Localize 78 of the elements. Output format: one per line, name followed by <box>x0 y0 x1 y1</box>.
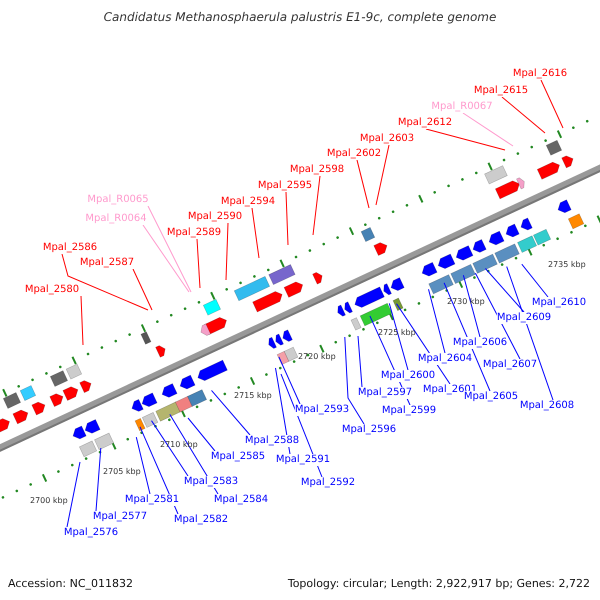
gene-label: Mpal_2583 <box>184 476 238 488</box>
scale-label: 2705 kbp <box>103 467 141 477</box>
gene-label: Mpal_2592 <box>300 477 356 489</box>
scale-label: 2700 kbp <box>30 496 68 506</box>
scale-label: 2720 kbp <box>298 352 336 362</box>
gene-label: Mpal_2598 <box>290 164 344 176</box>
title: Candidatus Methanosphaerula palustris E1-9c, complete genome <box>102 9 498 26</box>
gene-label: Mpal_2608 <box>520 400 574 412</box>
leader-line <box>388 302 408 370</box>
gene-label: Mpal_2587 <box>80 257 134 269</box>
gene-label: Mpal_2595 <box>258 180 312 192</box>
gene-label: Mpal_2602 <box>326 148 382 160</box>
leader-line <box>211 390 250 436</box>
leader-line <box>344 336 364 424</box>
gene-label: Mpal_2584 <box>214 494 268 506</box>
gene-label: Mpal_2604 <box>418 353 472 365</box>
gene-label: Mpal_2615 <box>474 85 528 97</box>
leader-line <box>540 80 564 128</box>
gene-label: Mpal_2581 <box>124 494 180 506</box>
leader-line <box>142 224 190 292</box>
gene-label: Mpal_2597 <box>358 387 412 399</box>
leader-line <box>136 436 150 494</box>
leader-line <box>62 254 148 310</box>
gene-label: Mpal_2593 <box>294 404 350 416</box>
leader-line <box>286 192 288 246</box>
leader-line <box>188 418 216 452</box>
gene-label: Mpal_2596 <box>342 424 396 436</box>
gene-label: Mpal_R0064 <box>85 213 147 225</box>
leader-line <box>356 160 370 208</box>
gene-label: Mpal_2585 <box>210 451 266 463</box>
leader-line <box>484 268 524 312</box>
gene-label: Mpal_2594 <box>220 196 276 208</box>
leader-line <box>96 448 102 512</box>
leader-line <box>252 208 260 258</box>
leader-line <box>312 176 320 236</box>
leader-line <box>428 288 446 354</box>
leader-line <box>474 272 520 360</box>
leader-line <box>462 274 480 338</box>
gene-label: Mpal_2590 <box>188 211 242 223</box>
gene-label: Mpal_2591 <box>276 454 330 466</box>
leader-line <box>196 238 200 288</box>
gene-label: Mpal_2612 <box>398 117 452 129</box>
gene-label: Mpal_2616 <box>512 68 568 80</box>
leader-line <box>502 96 546 134</box>
gene-label: Mpal_2610 <box>532 297 586 309</box>
gene-label: Mpal_R0067 <box>431 101 493 113</box>
leader-line <box>444 282 490 392</box>
scale-label: 2715 kbp <box>234 391 272 401</box>
gene-label: Mpal_2576 <box>64 527 118 539</box>
leader-line <box>426 128 506 150</box>
scale-label: 2735 kbp <box>548 260 586 270</box>
gene-label: Mpal_2582 <box>174 514 228 526</box>
gene-label: Mpal_2577 <box>92 511 148 523</box>
footer-note: Topology: circular; Length: 2,922,917 bp; Genes: 2,722 <box>288 576 590 592</box>
gene-label: Mpal_2580 <box>24 284 80 296</box>
gene-label: Mpal_2589 <box>166 227 222 239</box>
gene-label: Mpal_2588 <box>244 435 300 447</box>
gene-label: Mpal_R0065 <box>87 194 149 206</box>
leader-line <box>506 266 554 400</box>
gene-label: Mpal_2586 <box>42 242 98 254</box>
gene-label: Mpal_2599 <box>382 405 436 417</box>
leader-line <box>148 206 192 292</box>
leader-line <box>151 420 188 476</box>
leader-line <box>66 462 80 528</box>
leader-line <box>521 264 548 298</box>
leader-line <box>376 144 390 206</box>
gene-label: Mpal_2606 <box>452 337 508 349</box>
leader-line <box>226 222 228 280</box>
leader-line <box>132 268 152 310</box>
leader-line <box>278 356 300 404</box>
gene-label: Mpal_2600 <box>380 370 436 382</box>
gene-label: Mpal_2603 <box>360 133 414 145</box>
gene-label: Mpal_2609 <box>496 312 552 324</box>
gene-label: Mpal_2607 <box>482 359 538 371</box>
footer-note: Accession: NC_011832 <box>8 576 134 592</box>
leader-line <box>462 112 514 146</box>
leader-line <box>358 336 362 388</box>
leader-line <box>80 296 84 346</box>
